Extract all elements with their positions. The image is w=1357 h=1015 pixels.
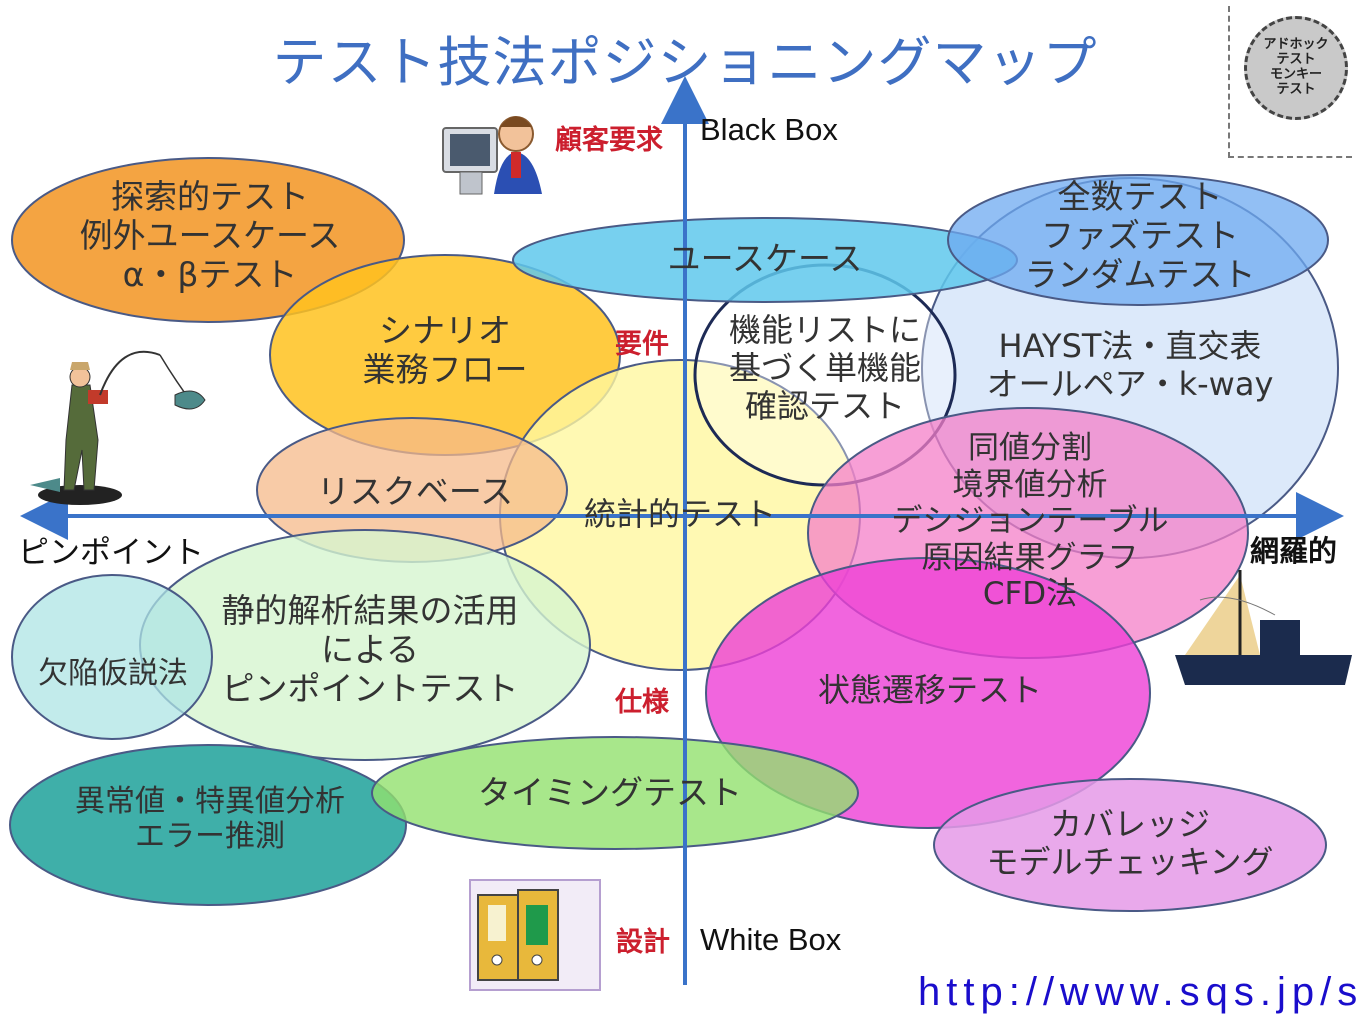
fishing-boat-icon [1175, 570, 1352, 685]
bubble-coverage [933, 778, 1327, 912]
source-url-link[interactable]: http://www.sqs.jp/sp [918, 970, 1357, 1014]
adhoc-monkey-test-badge: アドホック テスト モンキー テスト [1244, 16, 1348, 120]
customer-at-computer-icon [442, 116, 542, 195]
axis-label-design: 設計 [616, 927, 670, 958]
bubble-label-anomaly: 異常値・特異値分析 エラー推測 [75, 784, 345, 855]
bubble-label-usecase: ユースケース [667, 239, 863, 278]
bubbles-layer [9, 157, 1339, 912]
axis-label-comprehensive: 網羅的 [1250, 534, 1338, 568]
bubble-state [705, 557, 1151, 829]
bubble-anomaly [9, 744, 407, 906]
bubble-label-exploratory: 探索的テスト 例外ユースケース α・βテスト [79, 177, 341, 294]
bubble-label-static: 静的解析結果の活用 による ピンポイントテスト [221, 591, 519, 708]
adhoc-badge-frame: アドホック テスト モンキー テスト [1228, 6, 1352, 158]
bubble-label-coverage: カバレッジ モデルチェッキング [986, 805, 1274, 881]
bubble-label-scenario: シナリオ 業務フロー [362, 311, 528, 389]
binders-icon [469, 879, 601, 991]
axis-label-specification: 仕様 [615, 687, 669, 718]
bubble-label-functional: 機能リストに 基づく単機能 確認テスト [728, 311, 921, 425]
axis-label-black-box: Black Box [700, 112, 838, 147]
bubble-label-statistical: 統計的テスト [583, 495, 776, 533]
fisherman-icon [30, 350, 206, 505]
bubble-label-exhaustive: 全数テスト ファズテスト ランダムテスト [1024, 177, 1256, 294]
bubble-exploratory [11, 157, 405, 323]
bubble-label-hayst: HAYST法・直交表 オールペア・k-way [986, 327, 1274, 403]
bubble-timing [371, 736, 859, 850]
axis-label-pinpoint: ピンポイント [18, 535, 204, 571]
bubble-label-hypothesis: 欠陥仮説法 [38, 656, 188, 691]
positioning-map: テスト技法ポジショニングマップ [9, 6, 1357, 1014]
bubble-exhaustive [947, 174, 1329, 306]
axis-label-customer-requirements: 顧客要求 [555, 125, 663, 156]
axis-label-requirements: 要件 [615, 329, 669, 360]
bubble-hypothesis [11, 574, 213, 740]
bubble-label-state: 状態遷移テスト [817, 671, 1042, 709]
bubble-label-riskbased: リスクベース [316, 472, 514, 511]
axis-label-white-box: White Box [700, 922, 842, 957]
bubble-label-equivalence: 同値分割 境界値分析 デシジョンテーブル 原因結果グラフ CFD法 [891, 430, 1169, 613]
bubble-label-timing: タイミングテスト [478, 773, 742, 812]
map-canvas [9, 76, 1352, 991]
